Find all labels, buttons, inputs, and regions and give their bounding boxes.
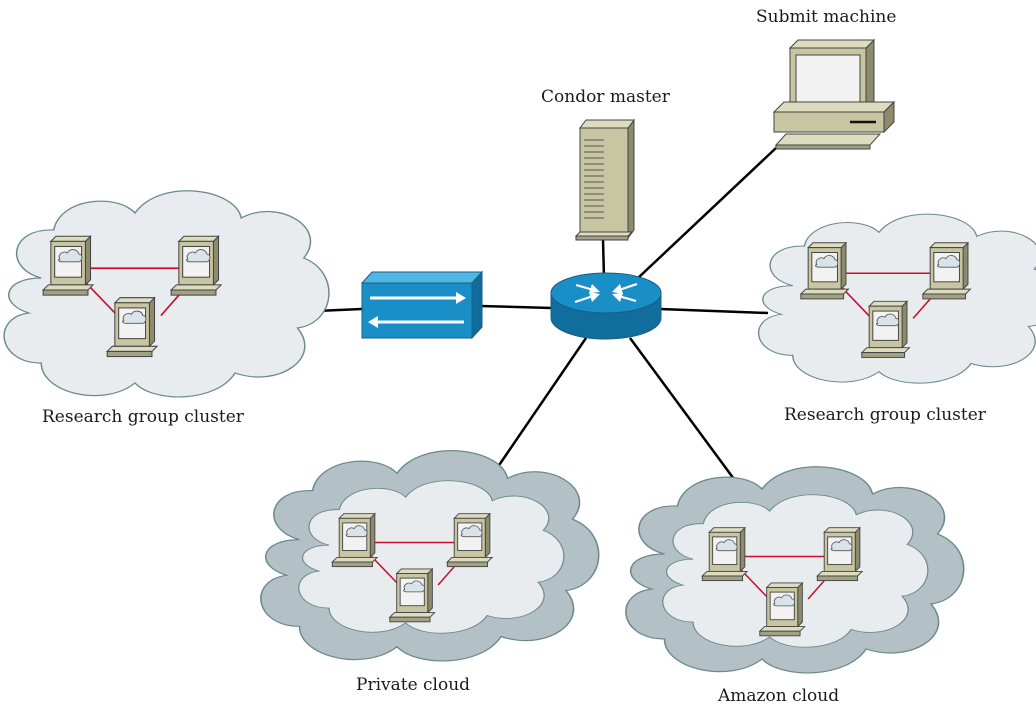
private-cloud-label: Private cloud: [356, 675, 471, 695]
submit-machine-label: Submit machine: [756, 7, 897, 27]
research-cluster-left-label: Research group cluster: [42, 407, 244, 427]
router-icon: [550, 272, 662, 340]
link-router-right-cluster: [659, 307, 769, 315]
private-cloud: [260, 449, 600, 662]
condor-master-label: Condor master: [541, 87, 670, 107]
amazon-cloud: [625, 466, 965, 674]
network-switch-icon: [360, 270, 484, 340]
link-router-submit: [637, 147, 777, 279]
link-router-master: [601, 239, 606, 279]
tower-server-icon: [574, 118, 635, 241]
desktop-computer-icon: [772, 38, 896, 150]
link-router-amazon-cloud: [628, 337, 747, 495]
connection-lines: [315, 147, 777, 495]
link-router-switch: [479, 304, 553, 310]
link-router-private-cloud: [491, 337, 588, 475]
research-cluster-right-label: Research group cluster: [784, 405, 986, 425]
amazon-cloud-label: Amazon cloud: [718, 686, 840, 706]
